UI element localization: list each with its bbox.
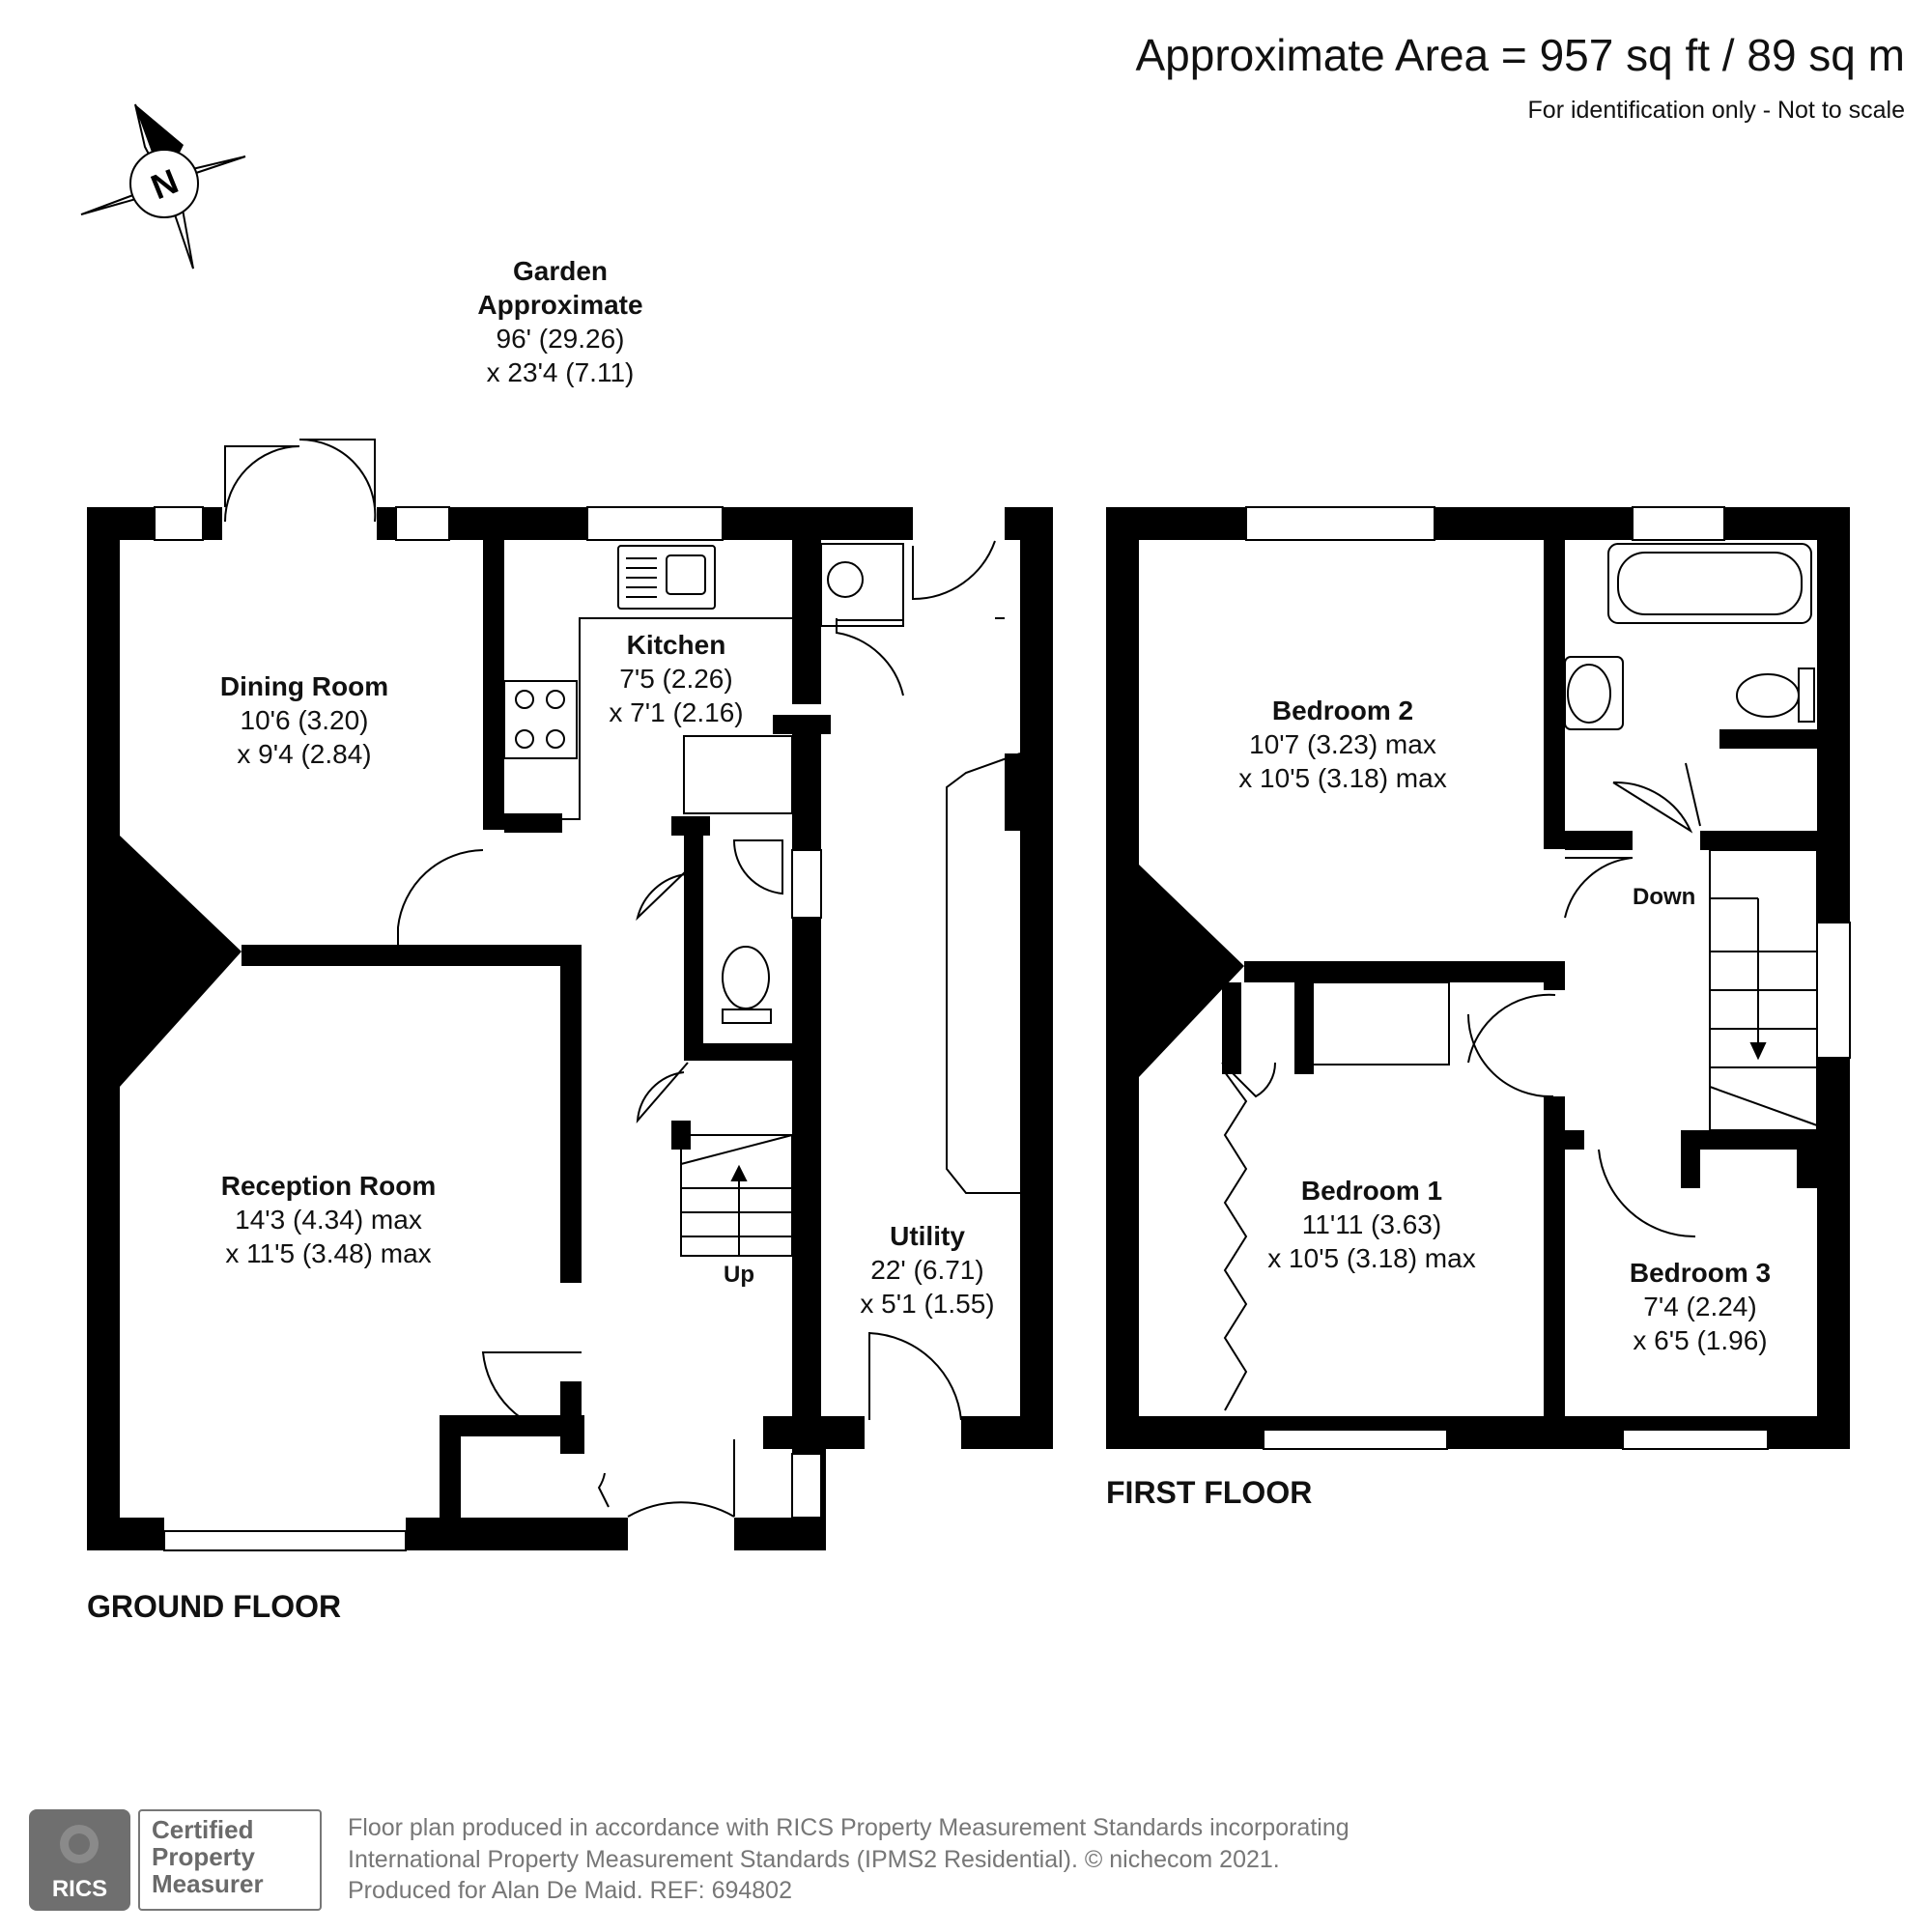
room-dimension: 10'7 (3.23) max (1249, 729, 1436, 759)
first-floor-title: FIRST FLOOR (1106, 1475, 1313, 1510)
ground-floor-plan (87, 507, 1053, 1550)
rics-logo-text: RICS (51, 1876, 108, 1902)
cert-line-3: Measurer (152, 1869, 264, 1899)
footer-disclaimer: Floor plan produced in accordance with R… (348, 1812, 1350, 1907)
room-name: Dining Room (219, 671, 389, 701)
garden-dim-2: x 23'4 (7.11) (486, 357, 635, 387)
ground-floor-fixtures (154, 438, 1021, 1551)
footer-line-2: International Property Measurement Stand… (348, 1845, 1280, 1873)
room-dimension: 7'5 (2.26) (619, 664, 733, 694)
room-label-utility: Utility 22' (6.71) x 5'1 (1.55) (836, 1219, 1019, 1321)
room-label-bedroom-1: Bedroom 1 11'11 (3.63) x 10'5 (3.18) max (1256, 1174, 1488, 1275)
room-dimension: 14'3 (4.34) max (235, 1205, 422, 1235)
room-name: Utility (890, 1221, 965, 1251)
room-dimension: x 10'5 (3.18) max (1238, 763, 1447, 793)
rics-lion-icon (60, 1825, 99, 1863)
approximate-area-text: Approximate Area = 957 sq ft / 89 sq m (1135, 30, 1906, 80)
room-name: Bedroom 1 (1300, 1176, 1443, 1206)
room-name: Bedroom 2 (1271, 696, 1414, 725)
room-dimension: x 6'5 (1.96) (1633, 1325, 1768, 1355)
room-dimension: x 10'5 (3.18) max (1267, 1243, 1476, 1273)
first-floor-plan (1106, 507, 1850, 1449)
room-name: Bedroom 3 (1629, 1258, 1772, 1288)
room-dimension: 10'6 (3.20) (240, 705, 369, 735)
footer-line-1: Floor plan produced in accordance with R… (348, 1814, 1350, 1841)
ground-floor-title: GROUND FLOOR (87, 1589, 342, 1624)
room-label-reception-room: Reception Room 14'3 (4.34) max x 11'5 (3… (184, 1169, 473, 1270)
room-dimension: 22' (6.71) (870, 1255, 984, 1285)
room-name: Reception Room (220, 1171, 437, 1201)
cert-line-2: Property (152, 1842, 255, 1872)
first-floor-fixtures (1221, 506, 1851, 1450)
room-dimension: x 11'5 (3.48) max (225, 1238, 432, 1268)
garden-dim-1: 96' (29.26) (496, 324, 625, 354)
room-dimension: x 5'1 (1.55) (860, 1289, 995, 1319)
room-label-kitchen: Kitchen 7'5 (2.26) x 7'1 (2.16) (580, 628, 773, 729)
garden-title: Garden (512, 256, 609, 286)
room-label-bedroom-2: Bedroom 2 10'7 (3.23) max x 10'5 (3.18) … (1217, 694, 1468, 795)
certified-measurer-text: Certified Property Measurer (152, 1816, 264, 1897)
room-label-bedroom-3: Bedroom 3 7'4 (2.24) x 6'5 (1.96) (1608, 1256, 1792, 1357)
stairs-down-label: Down (1633, 884, 1696, 910)
room-dimension: 11'11 (3.63) (1301, 1209, 1442, 1239)
room-dimension: x 9'4 (2.84) (237, 739, 372, 769)
north-arrow-compass-icon: N (80, 103, 246, 270)
garden-approximate: Approximate (477, 290, 643, 320)
certified-measurer-badge (138, 1809, 322, 1911)
room-dimension: x 7'1 (2.16) (609, 697, 744, 727)
footer-line-3: Produced for Alan De Maid. REF: 694802 (348, 1877, 792, 1904)
room-name: Kitchen (626, 630, 726, 660)
room-label-dining-room: Dining Room 10'6 (3.20) x 9'4 (2.84) (188, 669, 420, 771)
cert-line-1: Certified (152, 1815, 254, 1844)
garden-label: Garden Approximate 96' (29.26) x 23'4 (7… (464, 254, 657, 389)
stairs-up-label: Up (724, 1262, 754, 1288)
room-dimension: 7'4 (2.24) (1643, 1292, 1757, 1321)
identification-note: For identification only - Not to scale (1527, 97, 1905, 124)
